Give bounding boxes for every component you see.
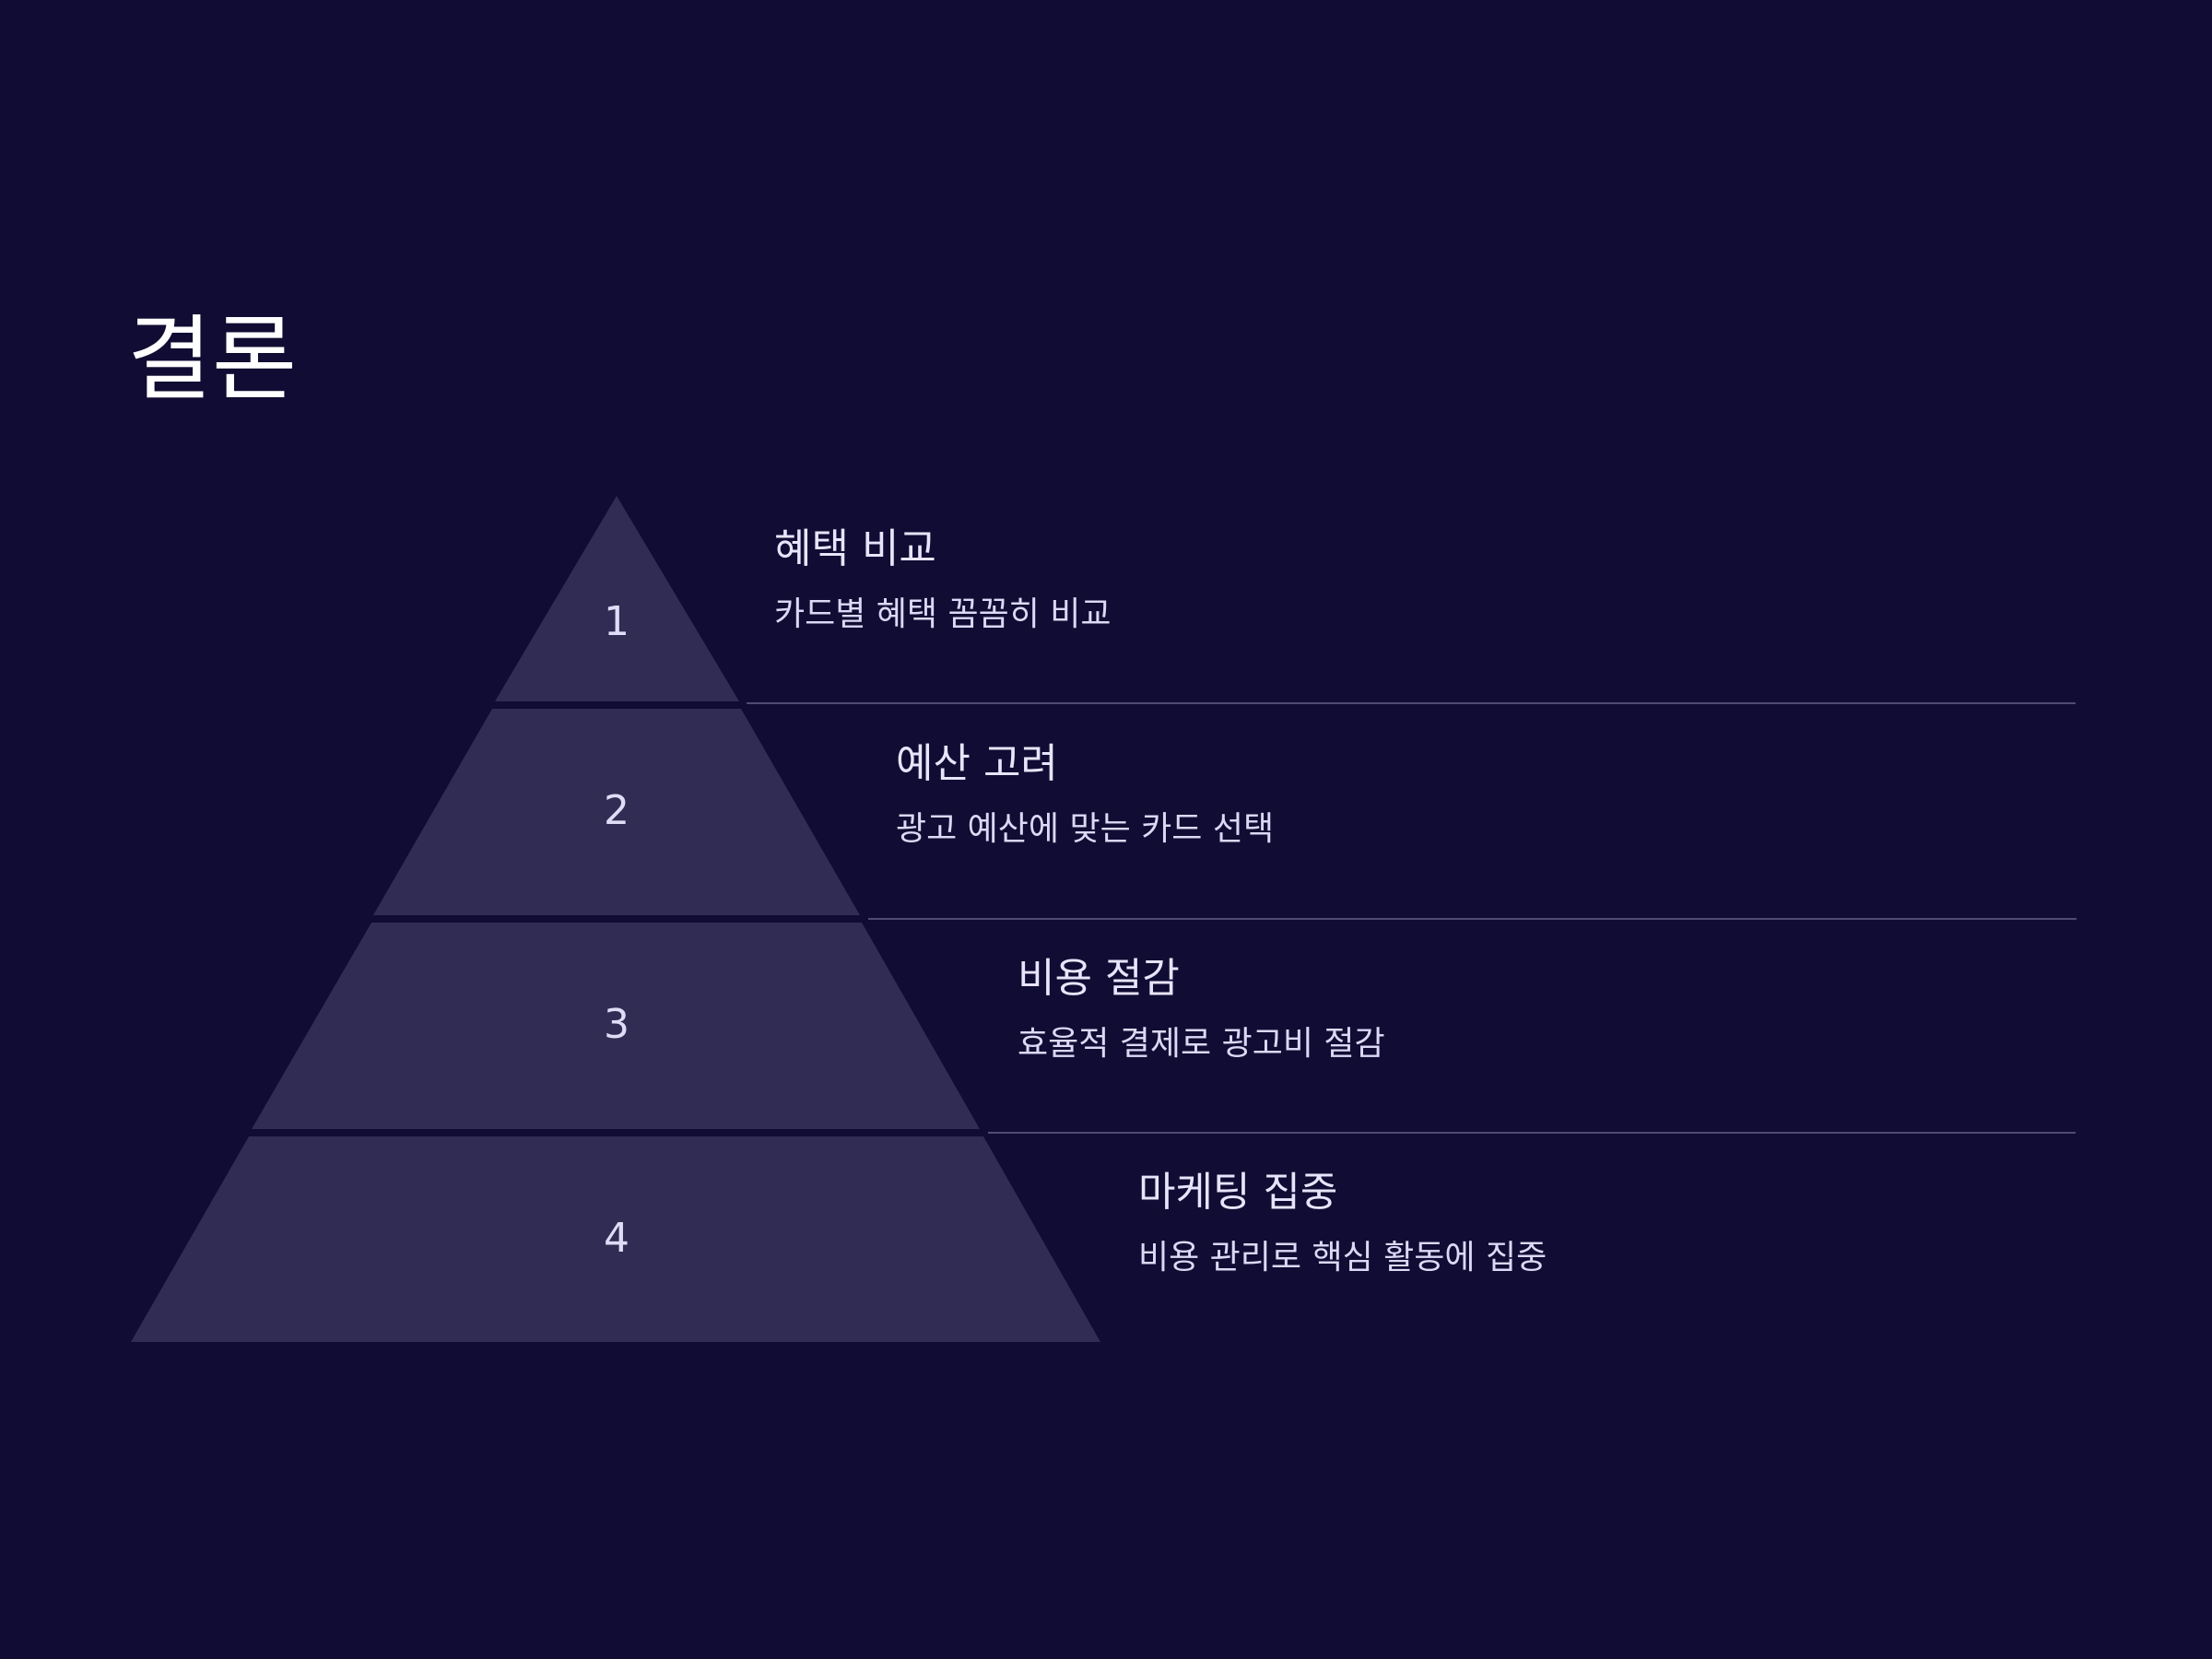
tier-number-3: 3 <box>604 1001 629 1048</box>
pyramid-tier-1 <box>495 496 739 701</box>
tier-number-4: 4 <box>604 1215 629 1262</box>
tier-title-4: 마케팅 집중 <box>1138 1169 1338 1216</box>
tier-description-4: 비용 관리로 핵심 활동에 집중 <box>1138 1238 1547 1277</box>
tier-number-2: 2 <box>604 787 629 834</box>
tier-label-3: 비용 절감 효율적 결제로 광고비 절감 <box>1018 955 1385 1064</box>
tier-title-2: 예산 고려 <box>896 740 1058 787</box>
tier-description-1: 카드별 혜택 꼼꼼히 비교 <box>774 594 1112 633</box>
pyramid-tier-4 <box>131 1136 1100 1342</box>
tier-title-1: 혜택 비교 <box>774 525 936 572</box>
tier-number-1: 1 <box>604 598 629 645</box>
tier-label-1: 혜택 비교 카드별 혜택 꼼꼼히 비교 <box>774 525 1112 634</box>
tier-title-3: 비용 절감 <box>1018 955 1180 1002</box>
pyramid-tier-2 <box>373 709 860 915</box>
page-title: 결론 <box>127 305 297 413</box>
tier-label-2: 예산 고려 광고 예산에 맞는 카드 선택 <box>896 740 1274 849</box>
tier-description-2: 광고 예산에 맞는 카드 선택 <box>896 809 1275 848</box>
tier-label-4: 마케팅 집중 비용 관리로 핵심 활동에 집중 <box>1138 1169 1547 1277</box>
pyramid-tier-3 <box>252 923 980 1129</box>
tier-description-3: 효율적 결제로 광고비 절감 <box>1018 1024 1385 1063</box>
